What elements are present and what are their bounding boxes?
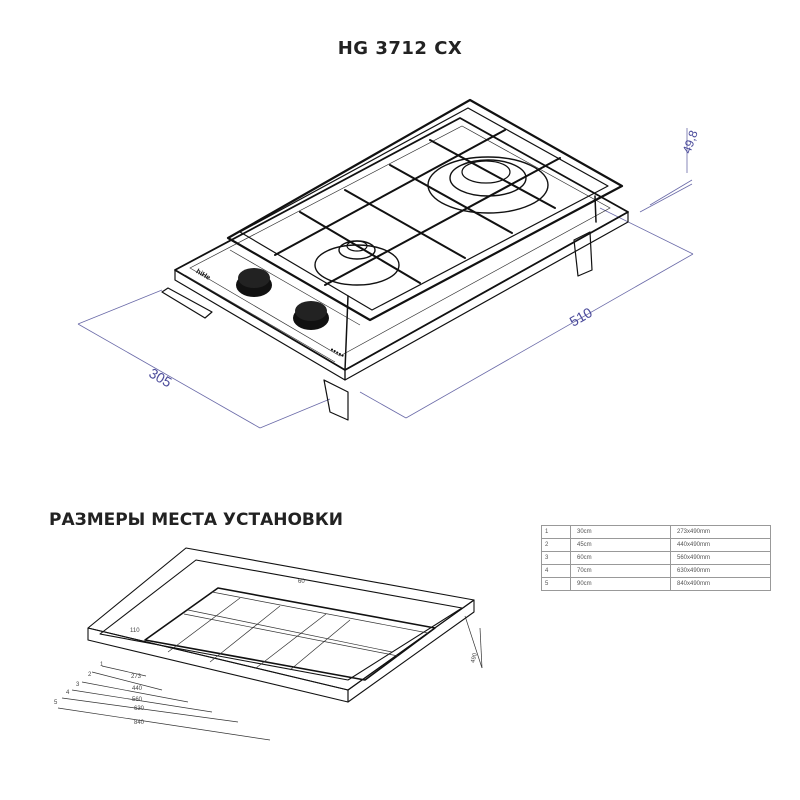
dim-depth-label: 305 (146, 365, 174, 391)
brand-logo-front: ●●●●● (329, 347, 345, 360)
cutout-drawing (57, 547, 483, 741)
table-cell-width: 60cm (570, 551, 671, 565)
table-cell-n: 1 (541, 525, 571, 539)
table-cell-size: 273x490mm (670, 525, 771, 539)
small-burner (314, 240, 400, 286)
table-cell-width: 70cm (570, 564, 671, 578)
page-title: HG 3712 CX (337, 38, 463, 59)
cutout-dim-top: 60 (298, 579, 305, 585)
width-line-value-5: 840 (134, 720, 145, 726)
control-knob-1 (236, 268, 272, 297)
width-line-value-4: 630 (134, 706, 145, 712)
table-cell-size: 630x490mm (670, 564, 771, 578)
hob-body (174, 117, 629, 381)
width-line-index-2: 2 (88, 672, 92, 678)
table-cell-size: 440x490mm (670, 538, 771, 552)
table-row: 3 60cm 560x490mm (541, 551, 771, 565)
table-cell-n: 5 (541, 577, 571, 591)
table-row: 1 30cm 273x490mm (541, 525, 771, 539)
table-row: 5 90cm 840x490mm (541, 577, 771, 591)
installation-title: РАЗМЕРЫ МЕСТА УСТАНОВКИ (49, 510, 343, 530)
width-line-value-1: 273 (131, 674, 142, 680)
table-cell-size: 840x490mm (670, 577, 771, 591)
sizes-table: 1 30cm 273x490mm 2 45cm 440x490mm 3 60cm… (541, 525, 771, 591)
table-cell-width: 90cm (570, 577, 671, 591)
table-cell-width: 45cm (570, 538, 671, 552)
large-burner (427, 156, 549, 214)
table-cell-n: 2 (541, 538, 571, 552)
table-cell-n: 3 (541, 551, 571, 565)
dim-height-label: 49,8 (680, 128, 701, 155)
width-line-index-1: 1 (100, 662, 104, 668)
brand-logo-left: hiHe (195, 268, 212, 282)
hob-dimension-lines (77, 128, 694, 429)
table-cell-n: 4 (541, 564, 571, 578)
cutout-dim-depth: 490 (470, 652, 479, 664)
width-line-index-5: 5 (54, 700, 58, 706)
table-row: 2 45cm 440x490mm (541, 538, 771, 552)
table-cell-size: 560x490mm (670, 551, 771, 565)
control-knob-2 (293, 301, 329, 330)
pan-support-grate (226, 98, 624, 371)
table-row: 4 70cm 630x490mm (541, 564, 771, 578)
width-line-index-3: 3 (76, 682, 80, 688)
width-line-value-3: 560 (132, 697, 143, 703)
table-cell-width: 30cm (570, 525, 671, 539)
dim-width-label: 510 (567, 304, 595, 330)
mounting-bracket (161, 231, 593, 421)
width-line-index-4: 4 (66, 690, 70, 696)
width-line-value-2: 440 (132, 686, 143, 692)
cutout-dim-left: 110 (130, 628, 140, 634)
